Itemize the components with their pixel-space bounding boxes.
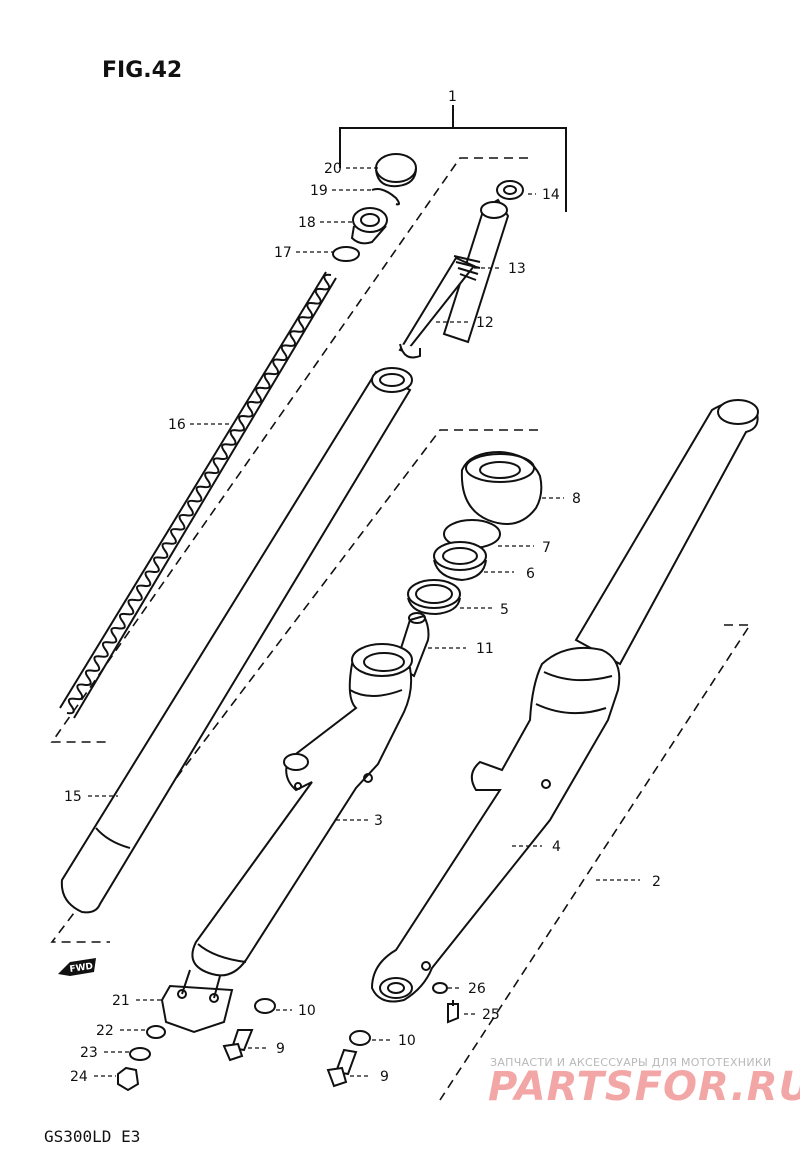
callout-4: 4 (552, 839, 561, 855)
washer-part-26 (432, 982, 448, 994)
callout-13: 13 (508, 261, 526, 277)
figure-title: FIG.42 (102, 58, 182, 83)
fork-cap-part-20 (375, 153, 417, 188)
seal-ring-part-5 (407, 579, 461, 616)
callout-5: 5 (500, 602, 509, 618)
callout-22: 22 (96, 1023, 114, 1039)
callout-17: 17 (274, 245, 292, 261)
callout-21: 21 (112, 993, 130, 1009)
callout-3: 3 (374, 813, 383, 829)
circlip-part-19 (371, 188, 400, 206)
watermark-logo: PARTSFOR.RU (488, 1064, 800, 1110)
callout-12: 12 (476, 315, 494, 331)
callout-11: 11 (476, 641, 494, 657)
assembly-bracket-1 (339, 105, 567, 212)
callout-9-lower: 9 (380, 1069, 389, 1085)
axle-holder-part-21 (160, 969, 234, 1034)
callout-1: 1 (448, 89, 457, 105)
model-code: GS300LD E3 (44, 1127, 140, 1146)
callout-labels: 1 2 3 4 5 6 7 8 9 9 10 10 11 12 13 14 15… (64, 89, 661, 1085)
watermark-tagline: ЗАПЧАСТИ И АКСЕССУАРЫ ДЛЯ МОТОТЕХНИКИ (490, 1056, 772, 1069)
damper-rod-part-12 (398, 180, 524, 359)
callout-8: 8 (572, 491, 581, 507)
watermark: ЗАПЧАСТИ И АКСЕССУАРЫ ДЛЯ МОТОТЕХНИКИ PA… (488, 1056, 800, 1110)
callout-9-upper: 9 (276, 1041, 285, 1057)
fork-spring-part-16 (59, 271, 337, 719)
bolt-part-9-upper (222, 1029, 254, 1062)
nut-part-24 (117, 1066, 140, 1092)
fwd-label: FWD (69, 962, 94, 975)
forward-direction-arrow: FWD (58, 958, 96, 976)
callout-14: 14 (542, 187, 560, 203)
callout-18: 18 (298, 215, 316, 231)
callout-16: 16 (168, 417, 186, 433)
dust-seal-part-8 (460, 450, 543, 525)
bolt-part-9-lower (326, 1048, 358, 1088)
spring-washer-part-23 (129, 1047, 151, 1061)
callout-20: 20 (324, 161, 342, 177)
oil-seal-part-6 (433, 541, 487, 582)
washer-part-22 (146, 1025, 166, 1039)
callout-24: 24 (70, 1069, 88, 1085)
callout-15: 15 (64, 789, 82, 805)
callout-2: 2 (652, 874, 661, 890)
outer-tube-right-part-4 (370, 399, 759, 1003)
right-leg-dash-line (439, 627, 749, 1101)
leader-lines (88, 167, 640, 1077)
bolt-plug-part-18 (350, 207, 388, 245)
bolt-part-25 (447, 1000, 459, 1024)
washer-part-10-upper (254, 998, 276, 1014)
inner-tube-part-15 (60, 367, 413, 914)
callout-7: 7 (542, 540, 551, 556)
callout-6: 6 (526, 566, 535, 582)
o-ring-part-17 (332, 246, 360, 262)
callout-25: 25 (482, 1007, 500, 1023)
outer-tube-left-part-3 (191, 643, 413, 977)
inner-tube-group-box (50, 429, 538, 943)
washer-part-10-lower (349, 1030, 371, 1046)
callout-10-upper: 10 (298, 1003, 316, 1019)
callout-10-lower: 10 (398, 1033, 416, 1049)
callout-23: 23 (80, 1045, 98, 1061)
callout-19: 19 (310, 183, 328, 199)
spring-group-box (50, 157, 528, 743)
callout-26: 26 (468, 981, 486, 997)
